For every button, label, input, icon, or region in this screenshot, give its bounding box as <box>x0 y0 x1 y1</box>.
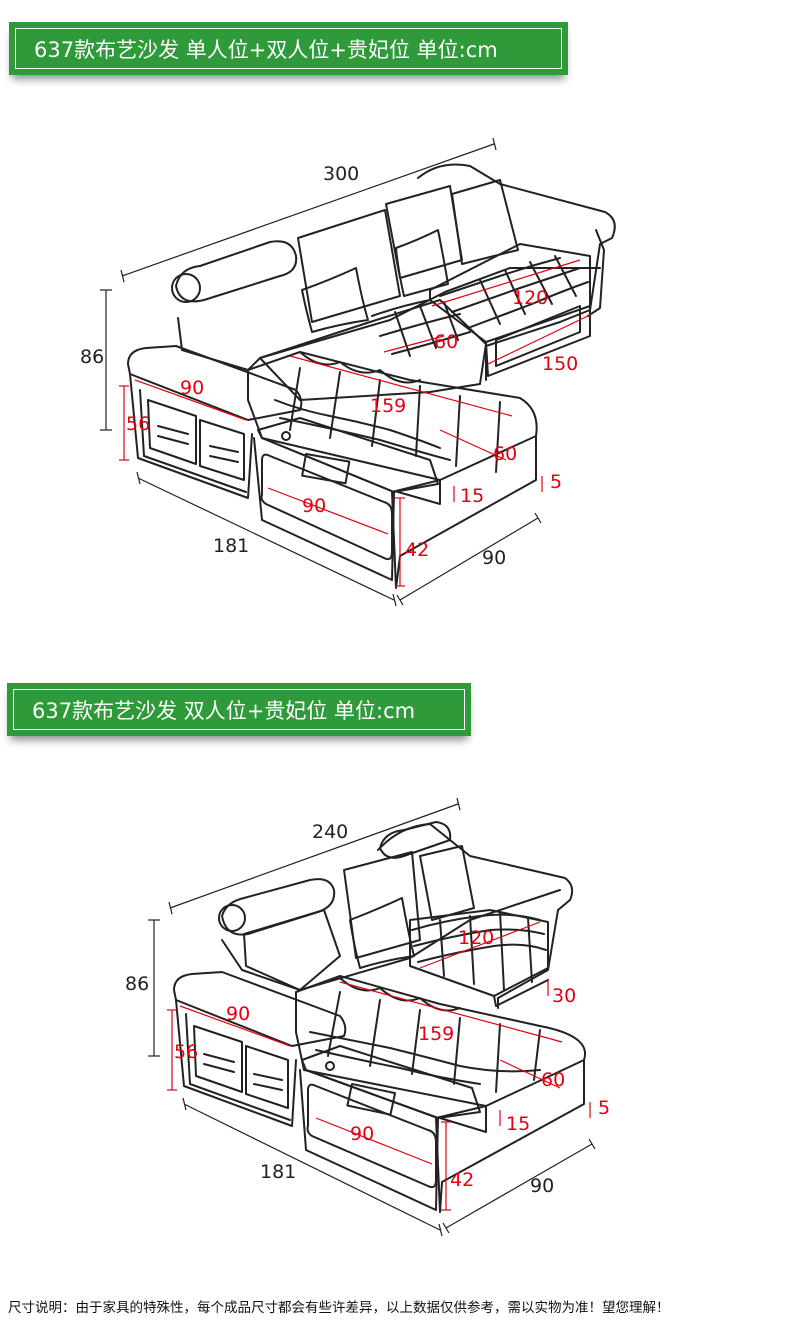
dim-width-total: 240 <box>312 821 348 843</box>
sofa-diagram-1: 300 86 90 56 120 60 150 159 60 15 5 90 4… <box>80 137 616 607</box>
dim-cushion-height: 15 <box>460 485 484 507</box>
dim-width-total: 300 <box>323 163 359 185</box>
dim-leg-height: 5 <box>598 1097 610 1119</box>
section-banner-1: 637款布艺沙发 单人位+双人位+贵妃位 单位:cm <box>9 22 568 75</box>
dim-armrest-height: 56 <box>126 413 150 435</box>
dim-leg-height: 5 <box>550 471 562 493</box>
banner-title-2: 637款布艺沙发 双人位+贵妃位 单位:cm <box>13 689 465 730</box>
sofa-outline-2 <box>173 821 587 1213</box>
dim-armrest-height: 56 <box>174 1041 198 1063</box>
dimension-lines-black-1 <box>100 137 542 607</box>
dim-chaise-depth: 90 <box>530 1175 554 1197</box>
dim-side-length: 150 <box>542 353 578 375</box>
dim-seat-width-right: 120 <box>512 287 548 309</box>
dim-chaise-length: 159 <box>418 1023 454 1045</box>
sofa-diagram-2: 240 86 90 56 120 30 159 60 15 5 90 42 18… <box>125 797 610 1237</box>
banner-title-1: 637款布艺沙发 单人位+双人位+贵妃位 单位:cm <box>15 28 562 69</box>
dim-storage-width: 90 <box>302 495 326 517</box>
dim-height-total: 86 <box>125 973 149 995</box>
size-disclaimer: 尺寸说明：由于家具的特殊性，每个成品尺寸都会有些许差异，以上数据仅供参考，需以实… <box>8 1300 670 1316</box>
dim-storage-height: 42 <box>450 1169 474 1191</box>
dim-storage-width: 90 <box>350 1123 374 1145</box>
dim-chaise-seat-depth: 60 <box>493 443 517 465</box>
dim-front-width: 181 <box>213 535 249 557</box>
dim-front-width: 181 <box>260 1161 296 1183</box>
dim-chaise-depth: 90 <box>482 547 506 569</box>
dimension-lines-red-2 <box>167 921 591 1211</box>
dimension-lines-red-1 <box>119 259 593 587</box>
dimension-lines-black-2 <box>148 797 596 1237</box>
dim-side-length: 30 <box>552 985 576 1007</box>
dim-chaise-seat-depth: 60 <box>541 1069 565 1091</box>
dim-seat-depth-mid: 60 <box>434 331 458 353</box>
dim-armrest-depth: 90 <box>226 1003 250 1025</box>
dim-height-total: 86 <box>80 346 104 368</box>
sofa-outline-1 <box>127 163 616 589</box>
dim-cushion-height: 15 <box>506 1113 530 1135</box>
dim-armrest-depth: 90 <box>180 377 204 399</box>
dim-seat-width-right: 120 <box>458 927 494 949</box>
dim-storage-height: 42 <box>405 539 429 561</box>
section-banner-2: 637款布艺沙发 双人位+贵妃位 单位:cm <box>7 683 471 736</box>
dim-chaise-length: 159 <box>370 395 406 417</box>
